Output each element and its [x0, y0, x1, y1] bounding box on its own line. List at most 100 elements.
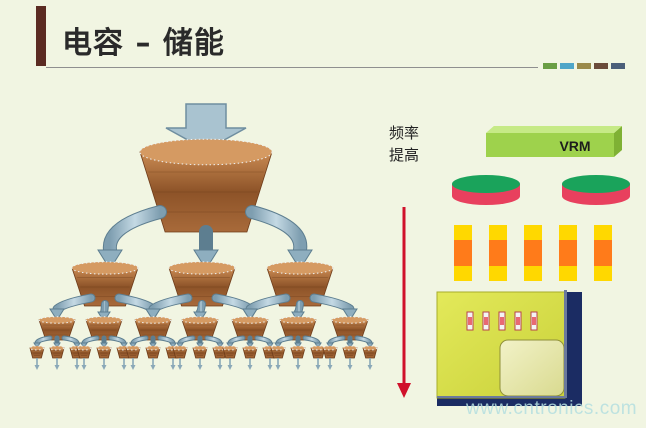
output-arrow — [227, 358, 233, 370]
output-arrow — [197, 358, 203, 370]
decoupling-capacitor — [594, 225, 612, 281]
output-arrow — [34, 358, 40, 370]
flow-arrow — [302, 335, 322, 349]
freq-label-line1: 频率 — [388, 124, 419, 142]
output-arrow — [101, 358, 107, 370]
output-arrow — [150, 358, 156, 370]
flow-arrow — [204, 335, 224, 349]
storage-funnel-small — [331, 316, 369, 341]
flow-arrow — [291, 300, 305, 323]
storage-funnel-tiny — [342, 345, 358, 359]
storage-funnel-tiny — [270, 345, 286, 359]
flow-arrow — [226, 335, 246, 349]
storage-funnel-tiny — [76, 345, 92, 359]
storage-funnel-tiny — [49, 345, 65, 359]
flow-arrow — [53, 335, 61, 349]
flow-arrow — [149, 335, 157, 349]
storage-funnel-small — [38, 316, 76, 341]
package-capacitor — [482, 311, 490, 331]
storage-funnel-tiny — [242, 345, 258, 359]
decoupling-capacitors — [454, 225, 612, 281]
flow-arrow — [129, 335, 149, 349]
package-capacitors — [466, 311, 538, 331]
swatch — [594, 63, 608, 69]
flow-arrow — [193, 300, 207, 323]
output-arrow — [247, 358, 253, 370]
flow-arrow — [61, 335, 81, 349]
storage-funnel-small — [279, 316, 317, 341]
flow-arrow — [33, 335, 53, 349]
bulk-capacitor — [452, 175, 520, 205]
flow-arrow — [354, 335, 374, 349]
output-arrow — [267, 358, 273, 370]
swatch — [611, 63, 625, 69]
flow-arrow — [346, 335, 354, 349]
bulk-capacitor — [562, 175, 630, 205]
flow-arrow — [176, 335, 196, 349]
funnel-tree — [29, 103, 378, 370]
decoupling-capacitor — [559, 225, 577, 281]
flow-arrow — [245, 205, 313, 271]
swatch — [560, 63, 574, 69]
storage-funnel-tiny — [322, 345, 338, 359]
storage-funnel-tiny — [310, 345, 326, 359]
storage-funnel-small — [134, 316, 172, 341]
storage-funnel-tiny — [125, 345, 141, 359]
flow-arrow — [246, 335, 254, 349]
flow-arrow — [108, 335, 128, 349]
storage-funnel-small — [181, 316, 219, 341]
storage-funnel-tiny — [145, 345, 161, 359]
package-capacitor — [514, 311, 522, 331]
flow-arrow — [145, 293, 193, 322]
storage-funnel-tiny — [362, 345, 378, 359]
color-swatch-strip — [543, 63, 625, 69]
storage-funnel-large — [139, 138, 273, 233]
flow-arrow — [97, 300, 111, 323]
storage-funnel-small — [85, 316, 123, 341]
decoupling-capacitor — [454, 225, 472, 281]
package-capacitor — [498, 311, 506, 331]
flow-arrow — [309, 293, 358, 322]
output-arrow — [54, 358, 60, 370]
flow-arrow — [193, 225, 219, 271]
freq-label-line2: 提高 — [388, 146, 419, 164]
output-arrow — [367, 358, 373, 370]
flow-arrow — [157, 335, 177, 349]
watermark: www.cntronics.com — [466, 398, 638, 419]
swatch — [543, 63, 557, 69]
output-arrow — [275, 358, 281, 370]
title-divider — [46, 67, 538, 68]
flow-arrow — [49, 293, 96, 322]
storage-funnel-tiny — [290, 345, 306, 359]
storage-funnel-tiny — [192, 345, 208, 359]
frequency-increase-arrow — [397, 207, 411, 398]
flow-arrow — [274, 335, 294, 349]
frequency-increase-label: 频率 提高 — [386, 122, 422, 166]
storage-funnel-small — [231, 316, 269, 341]
output-arrow — [170, 358, 176, 370]
decoupling-capacitor — [489, 225, 507, 281]
output-arrow — [121, 358, 127, 370]
flow-arrow — [254, 335, 274, 349]
storage-funnel-tiny — [172, 345, 188, 359]
output-arrow — [130, 358, 136, 370]
flow-arrow — [196, 335, 204, 349]
vrm-label: VRM — [559, 138, 591, 154]
flow-arrow — [326, 335, 346, 349]
input-arrow — [165, 103, 247, 151]
swatch — [577, 63, 591, 69]
slide-title: 电容 – 储能 — [62, 26, 225, 61]
output-arrow — [315, 358, 321, 370]
flow-arrow — [242, 293, 291, 322]
output-arrow — [74, 358, 80, 370]
decoupling-capacitor — [524, 225, 542, 281]
storage-funnel-tiny — [222, 345, 238, 359]
flow-arrow — [294, 335, 302, 349]
storage-funnel-tiny — [96, 345, 112, 359]
output-arrow — [347, 358, 353, 370]
title-accent-bar — [36, 6, 46, 66]
output-arrow — [295, 358, 301, 370]
flow-arrow — [80, 335, 100, 349]
output-arrow — [217, 358, 223, 370]
